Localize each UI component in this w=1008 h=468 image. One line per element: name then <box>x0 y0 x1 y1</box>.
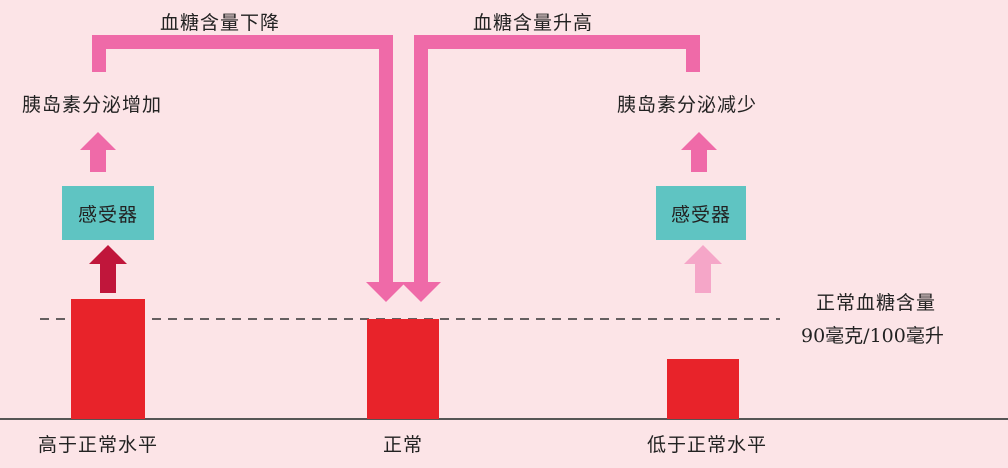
category-label-high: 高于正常水平 <box>38 434 159 456</box>
bars <box>71 299 739 419</box>
increase-label: 血糖含量升高 <box>473 12 594 34</box>
insulin-decrease-label: 胰岛素分泌减少 <box>617 94 758 116</box>
normal-level-label-line1: 正常血糖含量 <box>816 292 937 314</box>
bar-low <box>667 359 739 419</box>
category-label-low: 低于正常水平 <box>647 434 768 456</box>
feedback-arrow-increase <box>414 35 700 282</box>
bar-high <box>71 299 145 419</box>
feedback-arrow-decrease <box>92 35 393 282</box>
left-arrow-bar-to-receptor <box>89 245 127 293</box>
receptor-box-right: 感受器 <box>656 186 746 240</box>
receptor-box-left: 感受器 <box>62 186 154 240</box>
decrease-label: 血糖含量下降 <box>160 12 281 34</box>
right-arrow-bar-to-receptor <box>684 245 722 293</box>
category-label-normal: 正常 <box>383 434 424 456</box>
feedback-arrowhead-decrease <box>366 282 406 302</box>
normal-level-label-line2: 90毫克/100毫升 <box>801 325 944 347</box>
right-arrow-receptor-to-response <box>681 132 717 172</box>
left-arrow-receptor-to-response <box>80 132 116 172</box>
feedback-arrowhead-increase <box>401 282 441 302</box>
insulin-increase-label: 胰岛素分泌增加 <box>22 94 163 116</box>
bar-normal <box>367 319 439 419</box>
